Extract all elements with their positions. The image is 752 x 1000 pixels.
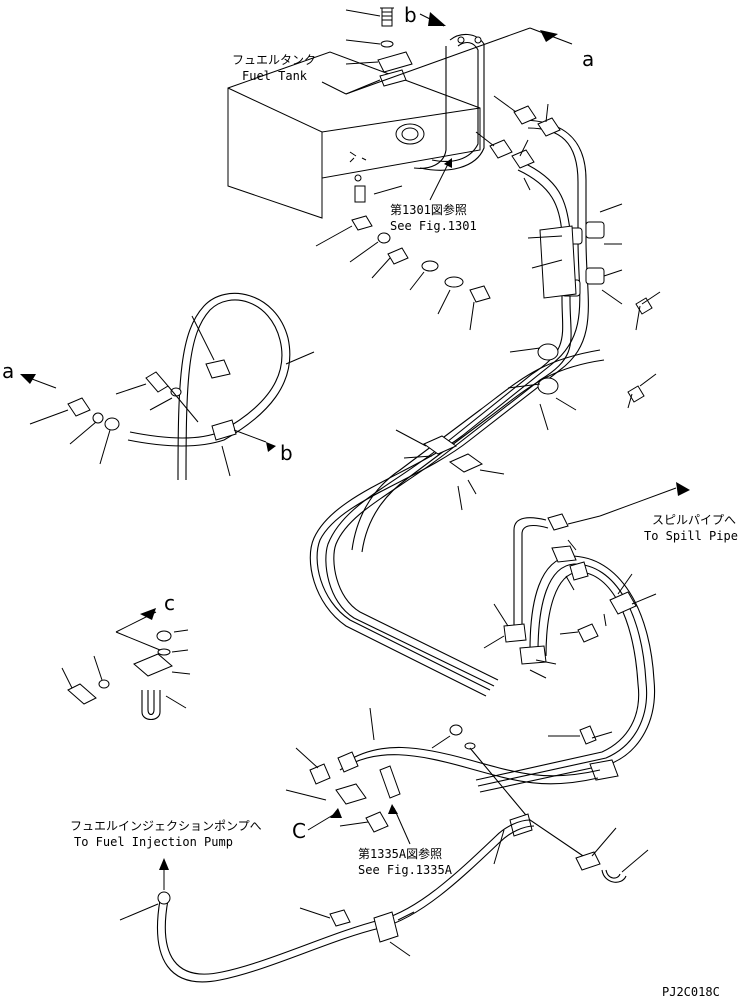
fuel-tank-label-jp: フュエルタンク (232, 53, 316, 67)
upper-pipe-fittings (475, 95, 561, 191)
see-fig-1301-callout: 第1301図参照 See Fig.1301 (390, 158, 477, 233)
see-fig-1335a-callout: 第1335A図参照 See Fig.1335A (358, 804, 453, 877)
detail-c: c (61, 591, 191, 721)
tank-outlet-fittings (315, 185, 491, 331)
marker-b-mid-letter: b (280, 441, 293, 465)
marker-b-mid: b (233, 429, 293, 465)
marker-c-bottom-letter: C (292, 819, 306, 843)
fuel-tank-label: フュエルタンク Fuel Tank (232, 53, 347, 95)
marker-a-left-letter: a (2, 359, 14, 383)
right-bolts (627, 291, 661, 409)
marker-a-top: a (345, 27, 594, 95)
see-fig-1301-jp: 第1301図参照 (390, 202, 467, 217)
marker-b-top: b (404, 3, 446, 27)
fuel-tank-label-en: Fuel Tank (242, 69, 308, 83)
spill-pipe-callout: スピルパイプへ To Spill Pipe (599, 482, 738, 543)
right-lower-pipes (475, 513, 657, 793)
spill-pipe-en: To Spill Pipe (644, 529, 738, 543)
fuel-tank (227, 51, 481, 219)
marker-c-bottom: C (292, 808, 342, 843)
pipe-bundle (309, 119, 623, 697)
see-fig-1335a-jp: 第1335A図参照 (358, 846, 442, 861)
injection-pump-callout: フュエルインジェクションポンプへ To Fuel Injection Pump (70, 819, 262, 890)
marker-a-left: a (2, 359, 57, 389)
inj-pump-en: To Fuel Injection Pump (74, 835, 233, 849)
marker-a-top-letter: a (582, 47, 594, 71)
bottom-pipes (285, 707, 649, 883)
left-loop-pipe (29, 292, 315, 481)
spill-pipe-jp: スピルパイプへ (652, 513, 736, 527)
marker-c-mid-letter: c (164, 591, 175, 615)
tank-fittings (345, 7, 413, 95)
injection-pump-pipe (119, 819, 535, 983)
drawing-code: PJ2C018C (662, 985, 720, 999)
marker-b-top-letter: b (404, 3, 417, 27)
inj-pump-jp: フュエルインジェクションポンプへ (70, 819, 262, 833)
see-fig-1301-en: See Fig.1301 (390, 219, 477, 233)
see-fig-1335a-en: See Fig.1335A (358, 863, 453, 877)
